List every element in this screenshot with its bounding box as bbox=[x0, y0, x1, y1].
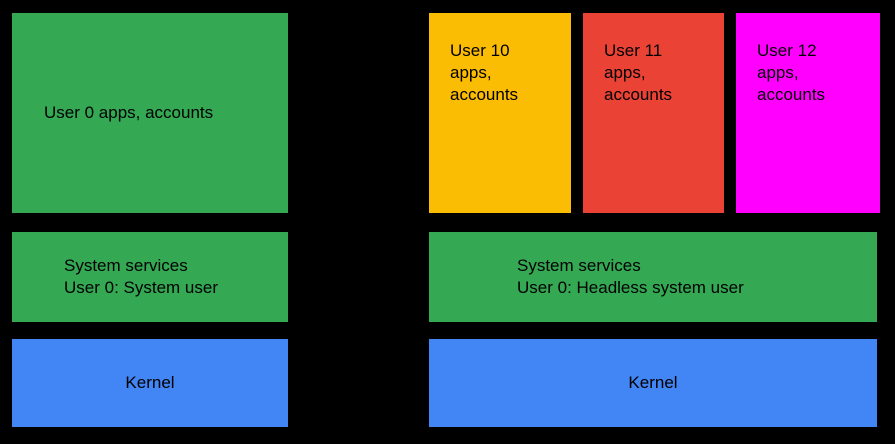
block-user0-apps-label: User 0 apps, accounts bbox=[44, 103, 214, 122]
block-user12-apps: User 12 apps, accounts bbox=[736, 13, 880, 213]
block-user10-apps: User 10 apps, accounts bbox=[429, 13, 571, 213]
block-kernel-left: Kernel bbox=[12, 339, 288, 427]
block-kernel-right: Kernel bbox=[429, 339, 877, 427]
block-user11-apps: User 11 apps, accounts bbox=[583, 13, 724, 213]
block-user10-apps-label: User 10 apps, accounts bbox=[450, 41, 519, 104]
block-kernel-left-label: Kernel bbox=[125, 373, 175, 392]
block-system-services-left: System services User 0: System user bbox=[12, 232, 288, 322]
block-user12-apps-label: User 12 apps, accounts bbox=[757, 41, 826, 104]
block-user0-apps: User 0 apps, accounts bbox=[12, 13, 288, 213]
block-system-services-right-label: System services User 0: Headless system … bbox=[517, 256, 744, 297]
block-user11-apps-label: User 11 apps, accounts bbox=[604, 41, 673, 104]
block-kernel-right-label: Kernel bbox=[628, 373, 678, 392]
block-system-services-left-label: System services User 0: System user bbox=[64, 256, 218, 297]
block-system-services-right: System services User 0: Headless system … bbox=[429, 232, 877, 322]
